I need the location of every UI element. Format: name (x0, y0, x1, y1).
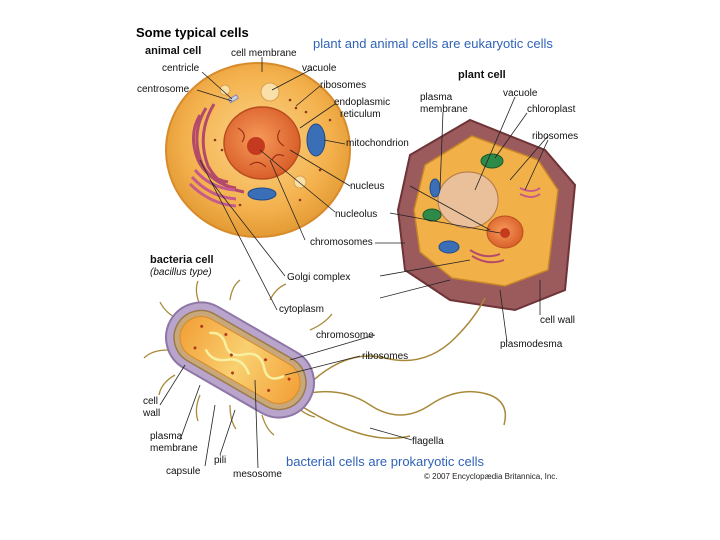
label-plasma-1: plasma (420, 92, 453, 103)
label-mesosome: mesosome (233, 469, 282, 480)
label-bacteria-plasma-2: membrane (150, 443, 198, 454)
plant-er (469, 249, 505, 264)
bacteria-cell-title: bacteria cell (150, 254, 214, 266)
animal-cell-title: animal cell (145, 45, 202, 57)
plant-mitochondrion (438, 240, 460, 254)
label-plasmodesma: plasmodesma (500, 339, 563, 350)
label-cytoplasm: cytoplasm (279, 304, 325, 315)
label-chloroplast: chloroplast (527, 104, 576, 115)
bacteria-flagellum-3 (294, 401, 411, 439)
label-animal-ribosomes: ribosomes (320, 80, 367, 91)
animal-vesicle (293, 175, 307, 189)
bacteria-flagellum-1 (299, 390, 507, 426)
plant-chloroplast (480, 153, 504, 169)
label-mitochondrion: mitochondrion (346, 138, 409, 149)
bacteria-pili (143, 279, 333, 436)
animal-vesicle-2 (219, 84, 231, 96)
plant-golgi (519, 187, 541, 198)
label-centricle: centricle (162, 63, 200, 74)
label-flagella: flagella (412, 436, 444, 447)
headline: Some typical cells (136, 25, 249, 40)
animal-ribosomes (213, 98, 332, 207)
leader-lines (159, 57, 549, 469)
label-er-1: endoplasmic (334, 97, 391, 108)
label-plant-vacuole: vacuole (503, 88, 538, 99)
label-pili: pili (214, 455, 227, 466)
animal-chromatin (237, 127, 285, 168)
label-bacteria-cell-wall-2: wall (143, 408, 161, 419)
label-nucleolus: nucleolus (335, 209, 378, 220)
bacteria-subtitle: (bacillus type) (150, 267, 212, 278)
animal-mitochondrion-2 (247, 187, 277, 201)
animal-cell (165, 62, 351, 238)
label-capsule: capsule (166, 466, 201, 477)
label-nucleus: nucleus (350, 181, 385, 192)
plant-vacuole (437, 171, 499, 229)
bacteria-flagellum-2 (304, 297, 486, 389)
prokaryote-note: bacterial cells are prokaryotic cells (286, 454, 484, 469)
plant-cell-title: plant cell (458, 69, 506, 81)
bacteria-ribosomes (193, 324, 291, 392)
label-bacteria-ribosomes: ribosomes (362, 351, 409, 362)
plant-nucleolus (500, 228, 510, 238)
label-plant-ribosomes: ribosomes (532, 131, 579, 142)
plant-mitochondrion-2 (429, 178, 441, 198)
bacteria-chromosome (204, 331, 285, 380)
label-plant-cell-wall: cell wall (540, 315, 576, 326)
label-golgi-complex: Golgi complex (287, 272, 351, 283)
label-bacteria-plasma-1: plasma (150, 431, 183, 442)
label-animal-vacuole: vacuole (302, 63, 337, 74)
bacteria-cytoplasm (179, 316, 301, 404)
label-plasma-2: membrane (420, 104, 468, 115)
animal-vacuole (260, 82, 280, 102)
copyright-credit: © 2007 Encyclopædia Britannica, Inc. (424, 472, 558, 481)
plant-cell (396, 118, 577, 312)
animal-mitochondrion (306, 123, 326, 157)
label-er-2: reticulum (340, 109, 381, 120)
eukaryote-note: plant and animal cells are eukaryotic ce… (313, 36, 553, 51)
label-bacteria-chromosome: chromosome (316, 330, 374, 341)
label-bacteria-cell-wall-1: cell (143, 396, 159, 407)
label-chromosomes: chromosomes (310, 237, 373, 248)
label-cell-membrane: cell membrane (231, 48, 297, 59)
bacteria-cell (143, 279, 507, 439)
label-centrosome: centrosome (137, 84, 190, 95)
